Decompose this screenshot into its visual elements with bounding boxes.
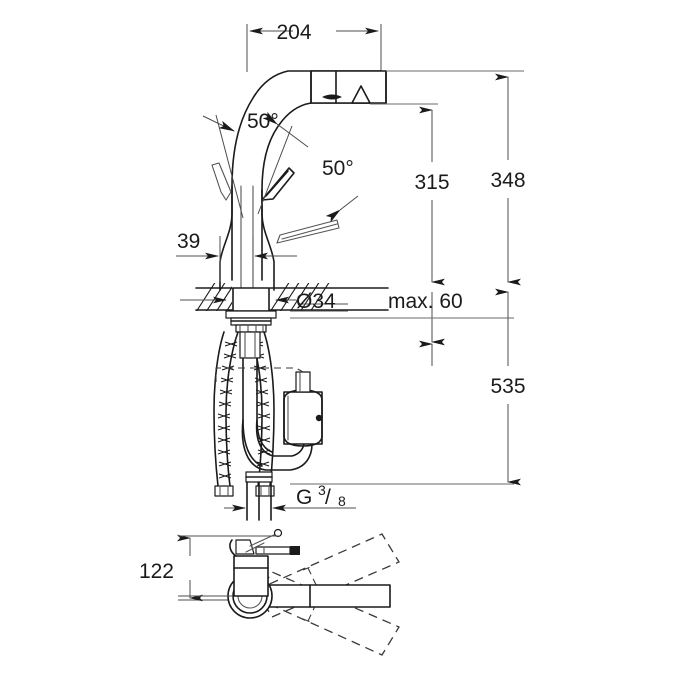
label-spout-height: 315 (414, 171, 449, 194)
label-base-width: 39 (177, 230, 200, 253)
pullout-hose-guide (239, 331, 273, 467)
faucet-base-column (219, 185, 275, 291)
weight-guide-line (215, 367, 304, 382)
pullout-spray-head (310, 70, 387, 104)
countertop-hatch-left (196, 283, 232, 311)
weight-set-screw (315, 414, 323, 422)
dimension-hose-length: 535 (290, 288, 526, 486)
label-hole-diameter: Ø34 (296, 290, 336, 313)
outlet-connector (245, 471, 273, 521)
label-thread-denominator: 8 (338, 493, 346, 509)
countertop-hatch-right (270, 283, 330, 311)
label-plan-depth: 122 (139, 560, 174, 583)
nozzle-outlet (351, 85, 371, 104)
hose-counterweight (283, 371, 323, 447)
spray-mode-button (322, 94, 342, 100)
lever-handle-right-position (276, 219, 340, 244)
dimension-connection-thread: G 3 / 8 (224, 482, 356, 512)
mounting-shank (225, 287, 277, 333)
label-angle-right: 50° (322, 157, 354, 180)
label-total-height: 348 (490, 169, 525, 192)
label-angle-left: 50° (247, 110, 279, 133)
dimension-hole-diameter: Ø34 (180, 290, 348, 313)
dimension-spout-reach: 204 (246, 21, 382, 72)
label-hose-length: 535 (490, 375, 525, 398)
lever-handle-center (261, 167, 295, 201)
pullout-hose-loop (241, 419, 313, 471)
dimension-total-height: 348 (490, 73, 526, 286)
plan-lever-tip (290, 546, 300, 555)
dimension-spout-height: 315 (414, 106, 450, 286)
supply-hose-left (213, 331, 239, 497)
label-thread-slash: / (325, 486, 331, 509)
plan-lever-handle (229, 528, 300, 557)
plan-body-column (233, 555, 269, 597)
label-thread-numerator: 3 (318, 482, 326, 498)
countertop (195, 283, 389, 311)
dimension-angle-right: 50° (257, 111, 359, 223)
dimension-counter-thickness-arrows (290, 292, 514, 366)
label-thread-g: G (296, 486, 312, 509)
label-counter-thickness: max. 60 (388, 290, 463, 313)
lever-handle-left-position (211, 162, 232, 201)
label-spout-reach: 204 (276, 21, 311, 44)
plan-handle-pivot (273, 528, 283, 538)
dimension-base-width: 39 (176, 230, 297, 282)
